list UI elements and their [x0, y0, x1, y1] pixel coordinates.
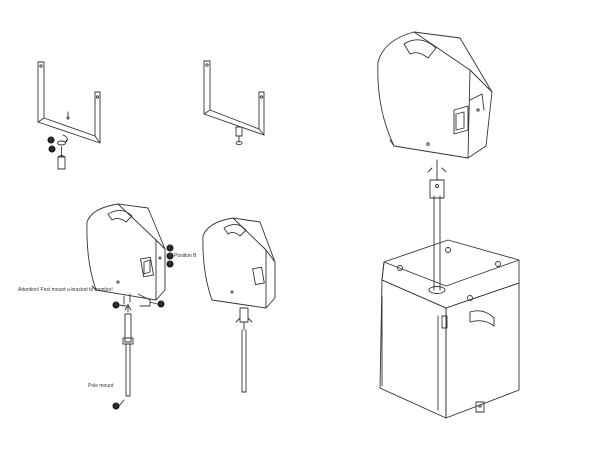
pole-on-subwoofer	[427, 159, 447, 291]
step-badge-6: 6	[166, 252, 174, 260]
u-bracket-assembled	[203, 60, 265, 146]
step-number-3: 3	[115, 302, 118, 308]
step-badge-5: 5	[166, 244, 174, 252]
pole-mount-label: Pole mount	[88, 383, 114, 389]
step-badge-1: 1	[48, 145, 56, 153]
attention-note: Attention! First mount u-bracket to moni…	[18, 287, 113, 293]
step-number-1: 1	[51, 146, 54, 152]
position-label: Position B	[174, 253, 197, 259]
step-number-2b: 2	[115, 403, 118, 409]
pole-exploded	[122, 303, 134, 397]
step-number-5a: 5	[169, 245, 172, 251]
step-number-5b: 5	[169, 261, 172, 267]
step-number-4: 4	[160, 301, 163, 307]
subwoofer	[379, 239, 520, 419]
step-badge-3: 3	[112, 301, 120, 309]
step-badge-7: 5	[166, 260, 174, 268]
speaker-assembled	[202, 217, 276, 393]
speaker-on-pole	[377, 31, 493, 159]
speaker-exploded	[86, 203, 166, 307]
step-badge-2: 2	[47, 136, 55, 144]
u-bracket-exploded	[37, 61, 101, 170]
mount-screw	[57, 134, 68, 170]
step-badge-8: 2	[112, 402, 120, 410]
step-number-6: 6	[169, 253, 172, 259]
step-number-2: 2	[50, 137, 53, 143]
step-badge-4: 4	[157, 300, 165, 308]
